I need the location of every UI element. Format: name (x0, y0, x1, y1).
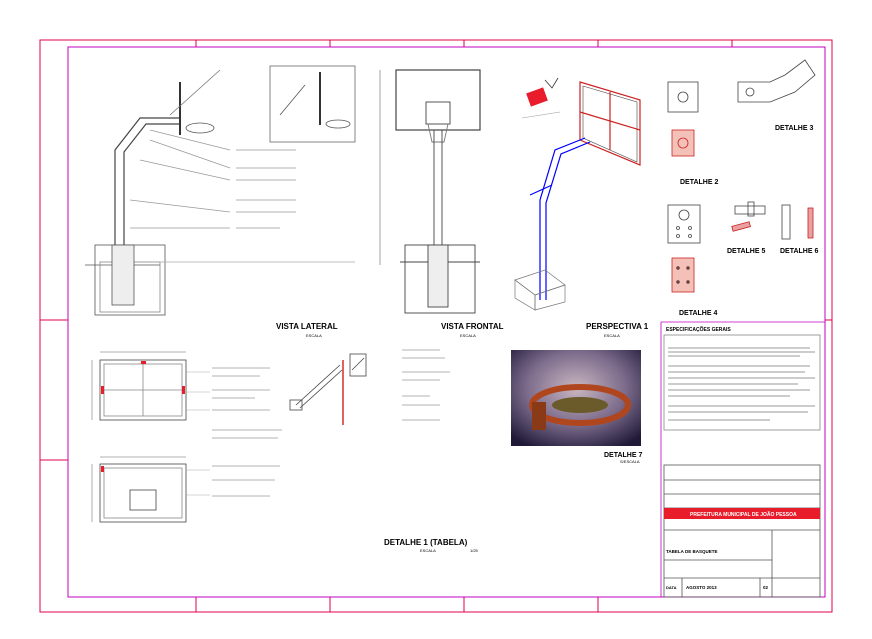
notes-title: ESPECIFICAÇÕES GERAIS (666, 326, 731, 333)
scale-lateral: ESCALA (306, 333, 322, 338)
detalhe-4 (667, 204, 701, 293)
outer-frame (39, 39, 833, 613)
detalhe-3 (737, 59, 816, 103)
detalhe-7-label: DETALHE 7 (604, 452, 642, 459)
title-block-drawing: TABELA DE BASQUETE (666, 549, 718, 554)
detalhe-2-label: DETALHE 2 (680, 179, 718, 186)
vista-frontal-view (379, 69, 481, 314)
scale-frontal: ESCALA (460, 333, 476, 338)
scale-detalhe1-value: 1/25 (470, 548, 479, 553)
detalhe-1-label: DETALHE 1 (TABELA) (384, 538, 468, 547)
detalhe-5-6 (731, 201, 814, 240)
detalhe-2 (667, 81, 699, 157)
title-block-red-band (664, 508, 820, 519)
detalhe-7-photo (511, 350, 641, 446)
scale-detalhe1: ESCALA (420, 548, 436, 553)
notes-box (660, 321, 825, 598)
title-block-sheet: 02 (763, 585, 769, 590)
detalhe-6-label: DETALHE 6 (780, 248, 818, 255)
perspectiva-view (514, 77, 641, 311)
detalhe-1-tabela (91, 351, 282, 523)
title-block-org: PREFEITURA MUNICIPAL DE JOÃO PESSOA (690, 511, 797, 518)
perspectiva-label: PERSPECTIVA 1 (586, 322, 649, 331)
title-block-date: AGOSTO 2013 (686, 585, 717, 590)
scale-detalhe7: S/ESCALA (620, 459, 640, 464)
vista-lateral-view (85, 65, 356, 316)
frame-ticks (40, 40, 832, 612)
detalhe-4-label: DETALHE 4 (679, 310, 717, 317)
detalhe-5-label: DETALHE 5 (727, 248, 765, 255)
tabela-red-markers (101, 361, 185, 472)
vista-frontal-label: VISTA FRONTAL (441, 322, 504, 331)
title-block-date-label: DATA (666, 585, 677, 590)
tabela-side-detail (289, 349, 450, 425)
vista-lateral-label: VISTA LATERAL (276, 322, 338, 331)
detalhe-3-label: DETALHE 3 (775, 125, 813, 132)
scale-perspectiva: ESCALA (604, 333, 620, 338)
